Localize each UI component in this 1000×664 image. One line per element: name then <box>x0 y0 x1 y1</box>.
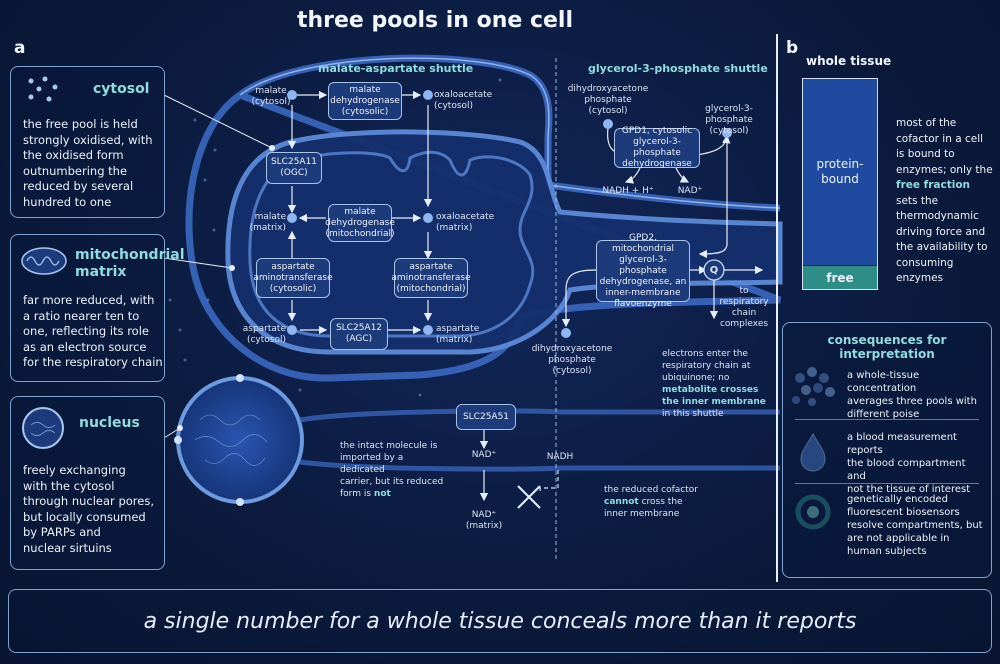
tissue-description: most of the cofactor in a cell is bound … <box>896 116 994 287</box>
ast-mitochondrial-box: aspartate aminotransferase (mitochondria… <box>391 258 471 298</box>
matrix-text: far more reduced, with a ratio nearer te… <box>23 293 163 369</box>
ubiquinone-label: Q <box>709 265 719 276</box>
g3p-title: glycerol-3-phosphate shuttle <box>588 62 768 75</box>
consequences-box: consequences for interpretation a whole-… <box>782 322 992 578</box>
aspartate-cytosol-dot <box>287 325 297 335</box>
g3p-note-highlight: metabolite crosses the inner membrane <box>662 385 766 407</box>
g3p-note: electrons enter the respiratory chain at… <box>662 348 772 420</box>
aspartate-matrix-label: aspartate (matrix) <box>436 324 480 345</box>
tissue-desc-end: sets the thermodynamic driving force and… <box>896 194 988 285</box>
protein-bound-segment: protein- bound <box>803 79 877 265</box>
g3p-cytosol-label: glycerol-3-phosphate (cytosol) <box>705 104 753 136</box>
ubiquinone-circle <box>703 259 725 281</box>
oxaloacetate-cytosol-label: oxaloacetate (cytosol) <box>434 90 493 111</box>
nad-matrix-label: NAD⁺ (matrix) <box>465 510 503 531</box>
carrier-note: the intact molecule is imported by a ded… <box>340 440 450 500</box>
cannot-note-text: the reduced cofactor <box>604 485 698 495</box>
gpd1-box: GPD1, cytosolic glycerol-3-phosphate deh… <box>614 126 700 169</box>
nadh-h-label: NADH + H⁺ <box>602 186 654 196</box>
gpd2-box: GPD2, mitochondrial glycerol-3-phosphate… <box>596 233 690 309</box>
mas-title: malate-aspartate shuttle <box>318 62 474 75</box>
nucleus-text: freely exchanging with the cytosol throu… <box>23 463 154 555</box>
respiratory-chain-label: to respiratory chain complexes <box>719 286 769 329</box>
cytosol-heading: cytosol <box>93 81 150 97</box>
mdh-mitochondrial-box: malate dehydrogenase (mitochondrial) <box>325 204 395 242</box>
matrix-box: mitochondrial matrix far more reduced, w… <box>10 234 185 382</box>
free-fraction-highlight: free fraction <box>896 179 971 191</box>
oxaloacetate-matrix-dot <box>423 213 433 223</box>
g3p-note-end: in this shuttle <box>662 409 724 419</box>
tissue-bar: protein- bound free <box>802 78 878 290</box>
divider <box>795 419 979 420</box>
malate-matrix-label: malate (matrix) <box>249 212 286 233</box>
g3p-note-text: electrons enter the respiratory chain at… <box>662 349 751 383</box>
nucleus-icon <box>22 407 64 449</box>
mdh-cytosolic-box: malate dehydrogenase (cytosolic) <box>328 82 402 120</box>
malate-cytosol-dot <box>287 90 297 100</box>
mitochondrion-icon <box>21 247 67 275</box>
consequence-item: genetically encoded fluorescent biosenso… <box>847 494 983 557</box>
carrier-note-text: the intact molecule is imported by a ded… <box>340 441 444 499</box>
mitochondrion-inner-membrane <box>248 150 535 338</box>
cytosol-dots-icon <box>28 76 58 102</box>
slc25a11-box: SLC25A11 (OGC) <box>266 152 322 184</box>
malate-matrix-dot <box>287 213 297 223</box>
free-segment: free <box>803 266 877 289</box>
cytosol-text: the free pool is held strongly oxidised,… <box>23 117 153 209</box>
cytosol-box: cytosol the free pool is held strongly o… <box>10 66 165 218</box>
nadh-label: NADH <box>546 452 574 462</box>
dhap-bottom-label: dihydroxyacetone phosphate (cytosol) <box>531 344 613 376</box>
cannot-note-highlight: cannot <box>604 497 639 507</box>
oxaloacetate-cytosol-dot <box>423 90 433 100</box>
consequences-heading: consequences for interpretation <box>827 333 947 361</box>
carrier-note-highlight: not <box>373 489 391 499</box>
aspartate-matrix-dot <box>423 325 433 335</box>
panel-a-label: a <box>14 38 26 58</box>
oxaloacetate-matrix-label: oxaloacetate (matrix) <box>436 212 495 233</box>
ast-cytosolic-box: aspartate aminotransferase (cytosolic) <box>253 258 333 298</box>
divider <box>795 483 979 484</box>
conclusion-banner: a single number for a whole tissue conce… <box>8 589 992 653</box>
malate-cytosol-label: malate (cytosol) <box>251 86 291 107</box>
cannot-note-end: cross the inner membrane <box>604 497 683 519</box>
nucleus-heading: nucleus <box>79 415 140 431</box>
panel-divider <box>776 34 778 582</box>
consequence-item: a whole-tissue concentration averages th… <box>847 370 977 420</box>
nucleus-box: nucleus freely exchanging with the cytos… <box>10 396 165 570</box>
matrix-heading: mitochondrial matrix <box>75 247 185 280</box>
nad-g3p-label: NAD⁺ <box>677 186 703 196</box>
conclusion-text: a single number for a whole tissue conce… <box>143 608 857 634</box>
g3p-cytosol-dot <box>722 128 732 138</box>
aspartate-cytosol-label: aspartate (cytosol) <box>242 324 286 345</box>
panel-b-label: b <box>786 38 799 58</box>
page-title: three pools in one cell <box>296 8 574 33</box>
dhap-cytosol-label: dihydroxyacetone phosphate (cytosol) <box>567 84 649 116</box>
cannot-note: the reduced cofactor cannot cross the inn… <box>604 484 714 520</box>
consequence-item: a blood measurement reports the blood co… <box>847 432 971 495</box>
nucleus-envelope <box>176 376 304 504</box>
dhap-cytosol-dot <box>603 119 613 129</box>
whole-tissue-label: whole tissue <box>806 54 892 68</box>
slc25a12-box: SLC25A12 (AGC) <box>330 318 388 350</box>
slc25a51-box: SLC25A51 <box>456 404 516 430</box>
dhap-bottom-dot <box>561 328 571 338</box>
nad-top-label: NAD⁺ <box>471 450 497 460</box>
tissue-desc-text: most of the cofactor in a cell is bound … <box>896 117 993 176</box>
blocked-cross-2 <box>517 485 541 509</box>
